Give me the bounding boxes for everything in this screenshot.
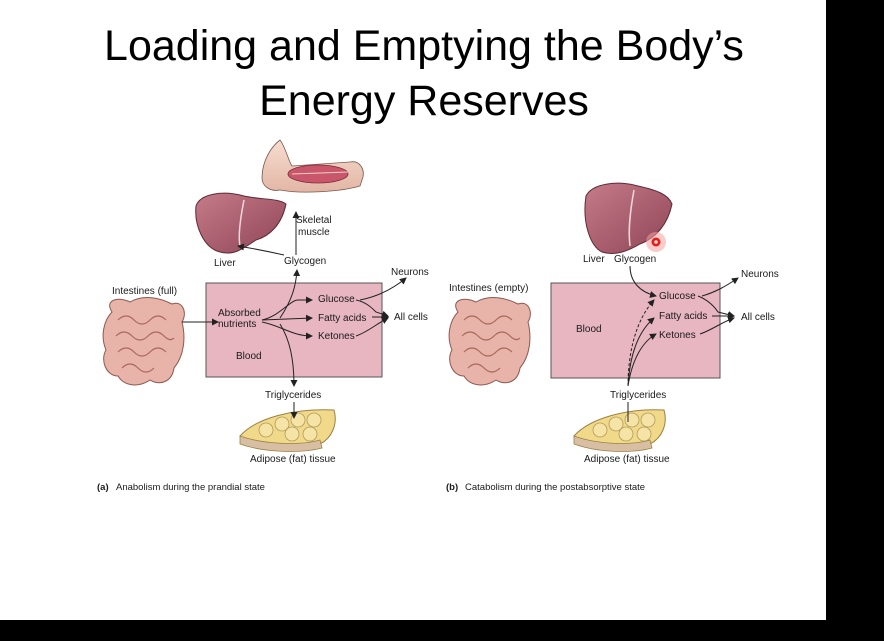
- intestines-icon: [448, 297, 531, 386]
- label-triglycerides-b: Triglycerides: [610, 390, 666, 401]
- label-intestines-a: Intestines (full): [112, 286, 177, 297]
- label-absorbed-a: Absorbed: [218, 308, 261, 319]
- blood-box-b: [550, 282, 721, 379]
- caption-label-b: (b): [446, 482, 458, 493]
- label-adipose-a: Adipose (fat) tissue: [250, 454, 336, 465]
- label-ketones-a: Ketones: [318, 331, 355, 342]
- label-blood-a: Blood: [236, 351, 262, 362]
- adipose-tissue-icon: [239, 409, 336, 452]
- flow-arrows-a: [182, 211, 407, 419]
- label-ketones-b: Ketones: [659, 330, 696, 341]
- label-neurons-a: Neurons: [391, 267, 429, 278]
- label-liver-b: Liver: [583, 254, 605, 265]
- flow-arrows-b: [627, 265, 739, 422]
- label-skeletal-a: Skeletal: [296, 215, 332, 226]
- label-fatty-acids-a: Fatty acids: [318, 313, 366, 324]
- label-liver-a: Liver: [214, 258, 236, 269]
- label-intestines-b: Intestines (empty): [449, 283, 528, 294]
- label-glucose-a: Glucose: [318, 294, 355, 305]
- label-all-cells-b: All cells: [741, 312, 775, 323]
- label-glycogen-a: Glycogen: [284, 256, 326, 267]
- slide-title-line2: Energy Reserves: [259, 77, 589, 125]
- adipose-tissue-icon: [573, 409, 666, 452]
- caption-text-a: Anabolism during the prandial state: [116, 482, 265, 493]
- caption-text-b: Catabolism during the postabsorptive sta…: [465, 482, 645, 493]
- label-glucose-b: Glucose: [659, 291, 696, 302]
- intestines-icon: [102, 297, 185, 386]
- panel-a: Liver Glycogen Skeletal muscle Neurons I…: [97, 139, 429, 493]
- panel-b: Liver Glycogen Neurons Intestines (empty…: [446, 182, 779, 493]
- label-neurons-b: Neurons: [741, 269, 779, 280]
- label-triglycerides-a: Triglycerides: [265, 390, 321, 401]
- label-fatty-acids-b: Fatty acids: [659, 311, 707, 322]
- label-muscle-a: muscle: [298, 227, 330, 238]
- skeletal-muscle-icon: [261, 139, 364, 193]
- pointer-dot-icon: [646, 232, 666, 252]
- label-all-cells-a: All cells: [394, 312, 428, 323]
- blood-box-a: [205, 282, 383, 378]
- label-blood-b: Blood: [576, 324, 602, 335]
- label-adipose-b: Adipose (fat) tissue: [584, 454, 670, 465]
- caption-label-a: (a): [97, 482, 109, 493]
- label-nutrients-a: nutrients: [218, 319, 256, 330]
- liver-icon: [195, 192, 287, 254]
- label-glycogen-b: Glycogen: [614, 254, 656, 265]
- slide-title-line1: Loading and Emptying the Body’s: [104, 22, 744, 70]
